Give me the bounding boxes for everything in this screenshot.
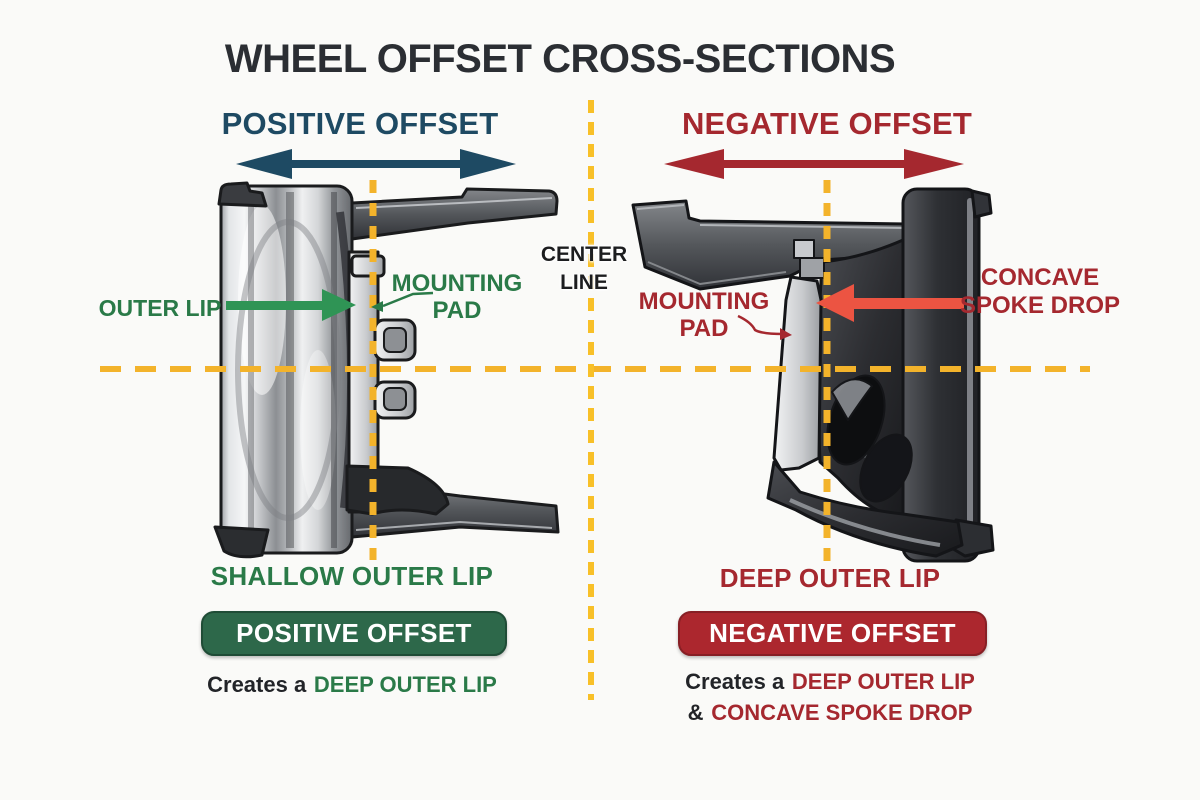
negative-result-highlight: DEEP OUTER LIP	[791, 669, 975, 694]
positive-offset-header: POSITIVE OFFSET	[221, 106, 499, 141]
negative-result-highlight2: CONCAVE SPOKE DROP	[711, 700, 973, 725]
outer-lip-label: OUTER LIP	[98, 295, 222, 321]
concave-spoke-drop-arrow	[816, 284, 964, 322]
page-title: WHEEL OFFSET CROSS-SECTIONS	[224, 37, 896, 81]
positive-result-highlight: DEEP OUTER LIP	[313, 672, 497, 697]
center-line-label-line1: CENTER	[540, 243, 628, 266]
positive-result-prefix: Creates a	[207, 672, 307, 697]
center-line-label: CENTER LINE	[524, 241, 644, 297]
concave-spoke-drop-line2: SPOKE DROP	[959, 292, 1121, 319]
negative-result-prefix: Creates a	[685, 669, 785, 694]
negative-mounting-pad-line1: MOUNTING	[638, 288, 770, 315]
negative-mounting-pad-pointer	[737, 314, 792, 340]
negative-mounting-pad-line2: PAD	[679, 315, 729, 342]
positive-offset-range-arrow	[236, 149, 516, 179]
positive-caption: SHALLOW OUTER LIP	[210, 561, 494, 591]
positive-mounting-pad-line1: MOUNTING	[391, 270, 523, 297]
positive-mounting-pad-line2: PAD	[432, 297, 482, 324]
negative-mounting-pad-label: MOUNTING PAD	[604, 288, 804, 342]
datum-lines	[100, 100, 1090, 700]
positive-mounting-pad-pointer	[371, 291, 434, 312]
negative-offset-header: NEGATIVE OFFSET	[681, 106, 973, 141]
negative-offset-range-arrow	[664, 149, 964, 179]
negative-caption: DEEP OUTER LIP	[719, 563, 941, 593]
outer-lip-arrow	[226, 289, 356, 321]
concave-spoke-drop-line1: CONCAVE	[980, 264, 1100, 291]
center-line-label-line2: LINE	[560, 271, 608, 294]
positive-offset-badge: POSITIVE OFFSET	[201, 611, 507, 656]
negative-result-join: &	[687, 700, 704, 725]
negative-wheel-cross-section	[631, 187, 995, 563]
concave-spoke-drop-label: CONCAVE SPOKE DROP	[890, 264, 1190, 320]
positive-mounting-pad-label: MOUNTING PAD	[357, 270, 557, 324]
negative-result-line2: &CONCAVE SPOKE DROP	[655, 697, 1005, 728]
negative-offset-badge: NEGATIVE OFFSET	[678, 611, 987, 656]
